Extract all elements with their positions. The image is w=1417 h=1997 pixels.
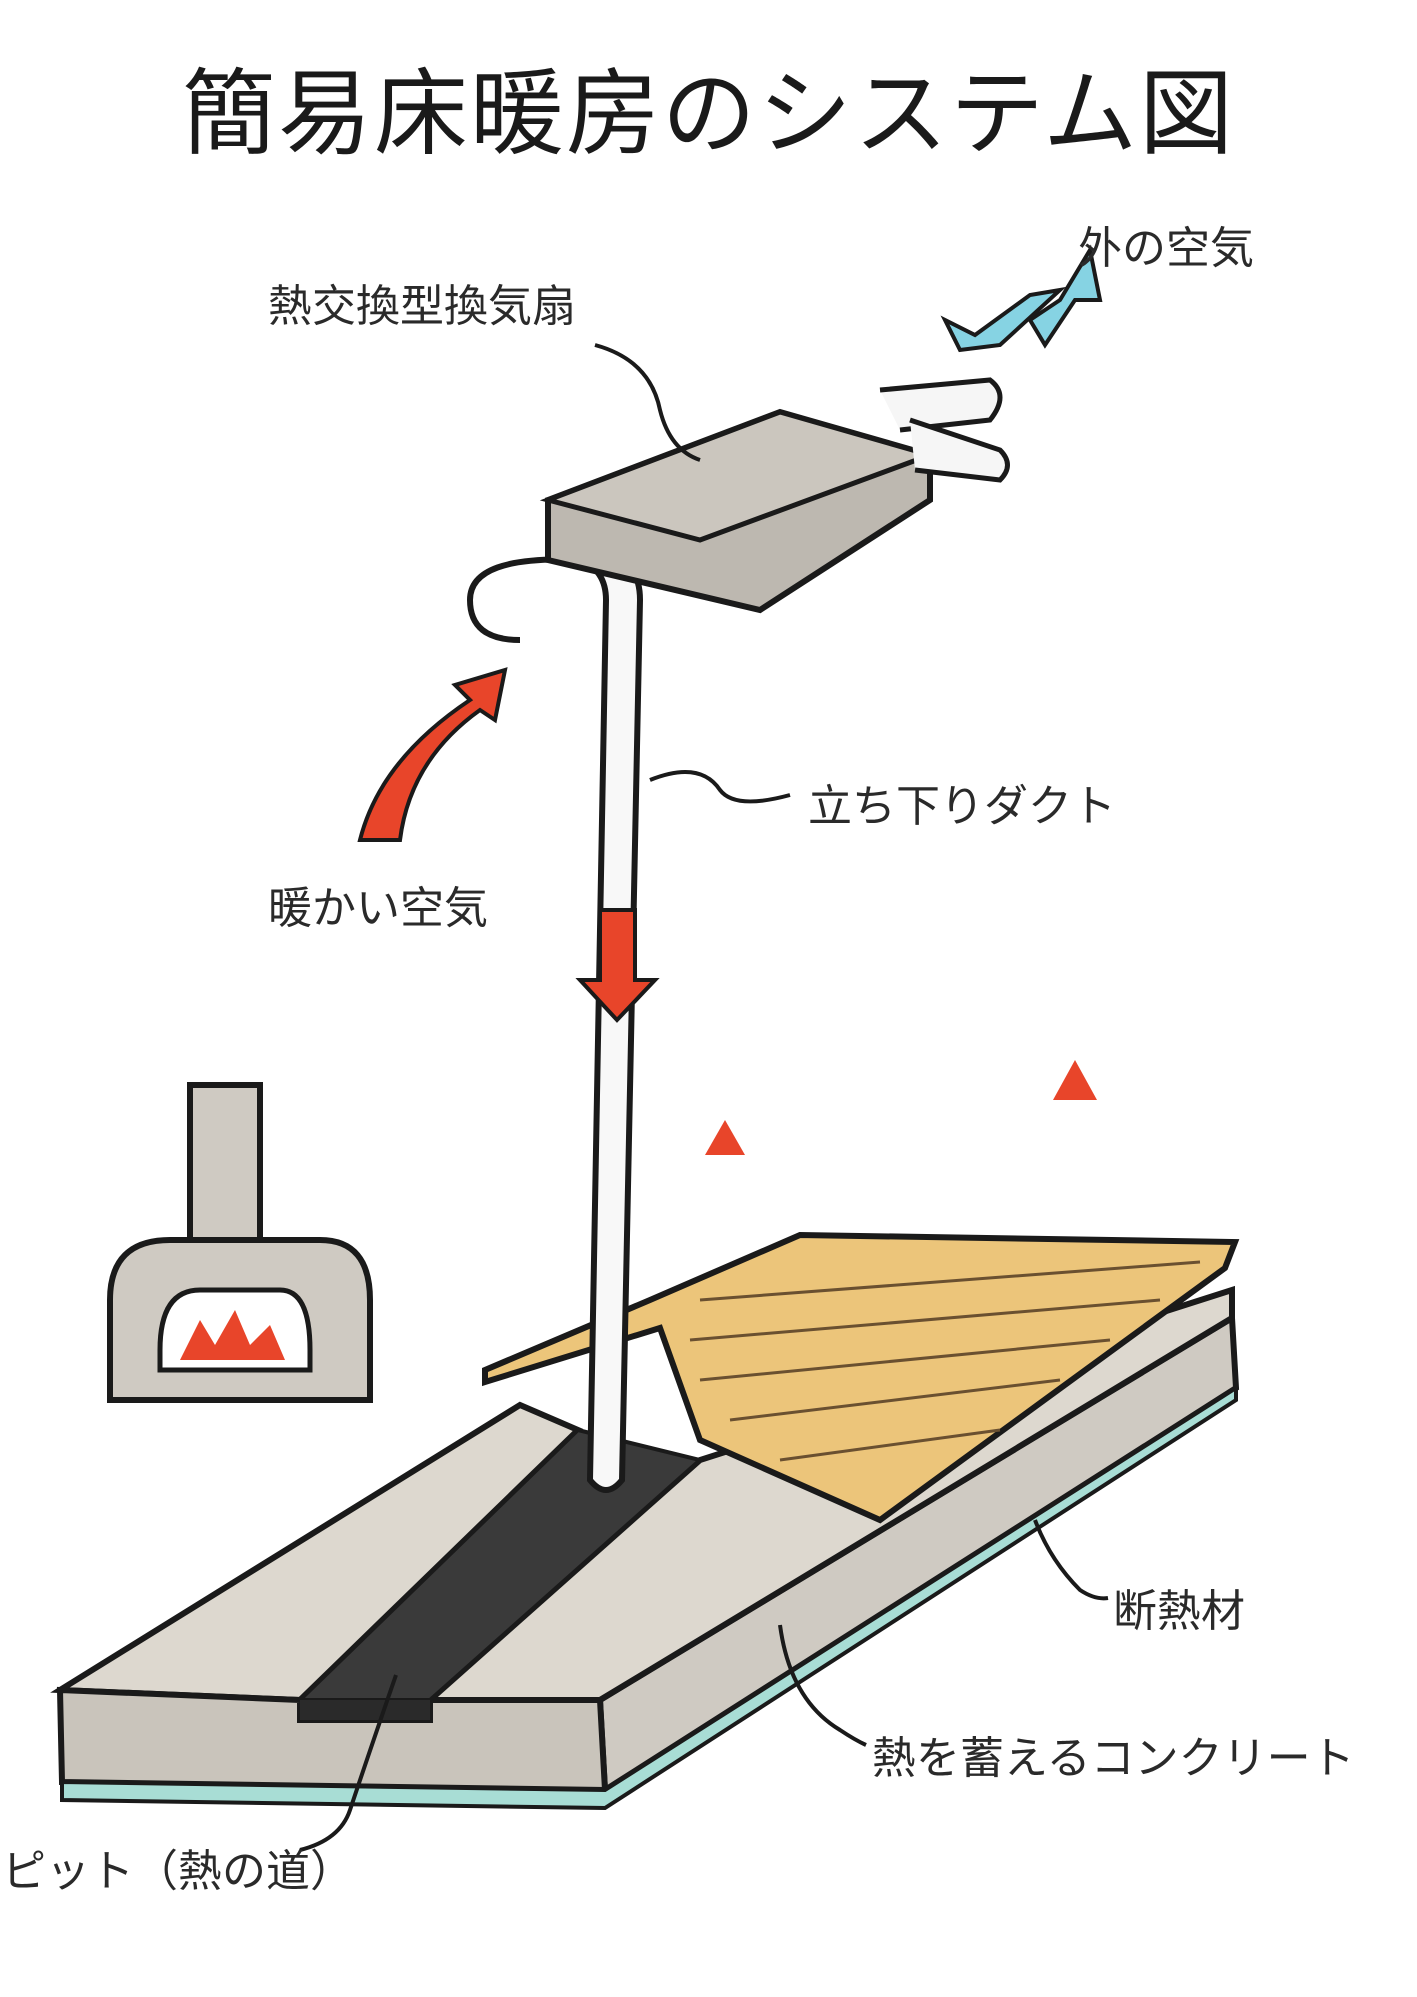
label-warm-air: 暖かい空気 <box>268 872 488 936</box>
diagram-title: 簡易床暖房のシステム図 <box>0 38 1417 174</box>
label-heat-exchange-fan: 熱交換型換気扇 <box>268 270 576 334</box>
label-heat-storing-concrete: 熱を蓄えるコンクリート <box>872 1722 1355 1786</box>
label-pit: ピット（熱の道） <box>2 1835 354 1899</box>
label-outside-air: 外の空気 <box>1078 212 1254 276</box>
label-insulation: 断熱材 <box>1113 1575 1245 1639</box>
label-down-duct: 立ち下りダクト <box>808 770 1116 834</box>
heat-exchange-fan-icon <box>548 380 1008 610</box>
wood-stove-icon <box>110 1085 370 1400</box>
